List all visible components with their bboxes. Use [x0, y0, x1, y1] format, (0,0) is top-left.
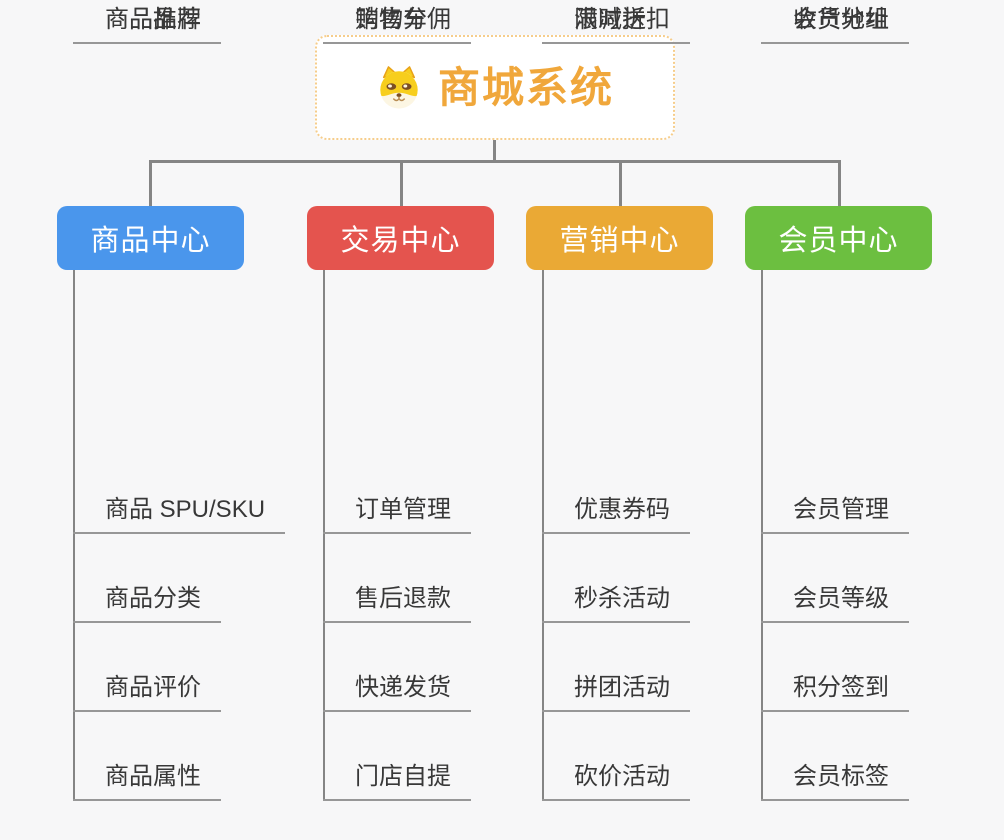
- root-node[interactable]: 商城系统: [315, 35, 675, 140]
- leaf-label: 门店自提: [355, 762, 451, 790]
- connector-drop: [619, 162, 622, 206]
- branch-node-marketing-center[interactable]: 营销中心: [526, 206, 713, 270]
- leaf-label: 积分签到: [793, 673, 889, 701]
- leaf-label: 优惠券码: [574, 495, 670, 523]
- leaf-node[interactable]: 售后退款: [323, 579, 471, 623]
- doge-icon: [376, 65, 422, 111]
- leaf-node[interactable]: 快递发货: [323, 668, 471, 712]
- branch-connector-line: [73, 270, 75, 801]
- leaf-node[interactable]: 商品分类: [73, 579, 221, 623]
- leaf-node[interactable]: 会员管理: [761, 490, 909, 534]
- leaf-label: 秒杀活动: [574, 584, 670, 612]
- branch-connector-line: [323, 270, 325, 801]
- leaf-node[interactable]: 门店自提: [323, 757, 471, 801]
- leaf-node[interactable]: 优惠券码: [542, 490, 690, 534]
- leaf-node[interactable]: 会员等级: [761, 579, 909, 623]
- leaf-label: 售后退款: [355, 584, 451, 612]
- leaf-label: 会员分组: [793, 5, 889, 33]
- leaf-node[interactable]: 收货地址: [761, 0, 909, 44]
- leaf-label: 会员标签: [793, 762, 889, 790]
- leaf-node[interactable]: 订单管理: [323, 490, 471, 534]
- leaf-node[interactable]: 销售分佣: [323, 0, 471, 44]
- leaf-label: 会员管理: [793, 495, 889, 523]
- leaf-label: 商品属性: [105, 762, 201, 790]
- leaf-label: 会员等级: [793, 584, 889, 612]
- leaf-label: 商品品牌: [105, 5, 201, 33]
- leaf-label: 拼团活动: [574, 673, 670, 701]
- leaf-label: 购物车: [355, 5, 427, 33]
- branch-node-trade-center[interactable]: 交易中心: [307, 206, 494, 270]
- branch-connector-line: [761, 270, 763, 801]
- leaf-node[interactable]: 会员标签: [761, 757, 909, 801]
- connector-drop: [149, 162, 152, 206]
- leaf-node[interactable]: 满减送: [542, 0, 666, 44]
- root-title: 商城系统: [437, 63, 614, 111]
- leaf-label: 商品评价: [105, 673, 201, 701]
- leaf-label: 满减送: [574, 5, 646, 33]
- leaf-node[interactable]: 商品属性: [73, 757, 221, 801]
- branch-node-member-center[interactable]: 会员中心: [745, 206, 932, 270]
- leaf-label: 销售分佣: [355, 5, 451, 33]
- leaf-node[interactable]: 积分签到: [761, 668, 909, 712]
- leaf-node[interactable]: 拼团活动: [542, 668, 690, 712]
- connector-trunk: [493, 140, 496, 162]
- leaf-label: 商品分类: [105, 584, 201, 612]
- connector-drop: [838, 162, 841, 206]
- leaf-node[interactable]: 商品评价: [73, 668, 221, 712]
- leaf-label: 商品推荐: [105, 5, 201, 33]
- connector-bus: [149, 160, 841, 163]
- leaf-node[interactable]: 商品 SPU/SKU: [73, 490, 286, 534]
- leaf-label: 收货地址: [793, 5, 889, 33]
- leaf-label: 限时折扣: [574, 5, 670, 33]
- leaf-label: 砍价活动: [574, 762, 670, 790]
- branch-node-product-center[interactable]: 商品中心: [57, 206, 244, 270]
- leaf-label: 订单管理: [355, 495, 451, 523]
- leaf-node[interactable]: 商品品牌: [73, 0, 221, 44]
- connector-drop: [400, 162, 403, 206]
- leaf-node[interactable]: 秒杀活动: [542, 579, 690, 623]
- leaf-label: 商品 SPU/SKU: [105, 495, 266, 523]
- leaf-node[interactable]: 砍价活动: [542, 757, 690, 801]
- leaf-label: 快递发货: [355, 673, 451, 701]
- branch-connector-line: [542, 270, 544, 801]
